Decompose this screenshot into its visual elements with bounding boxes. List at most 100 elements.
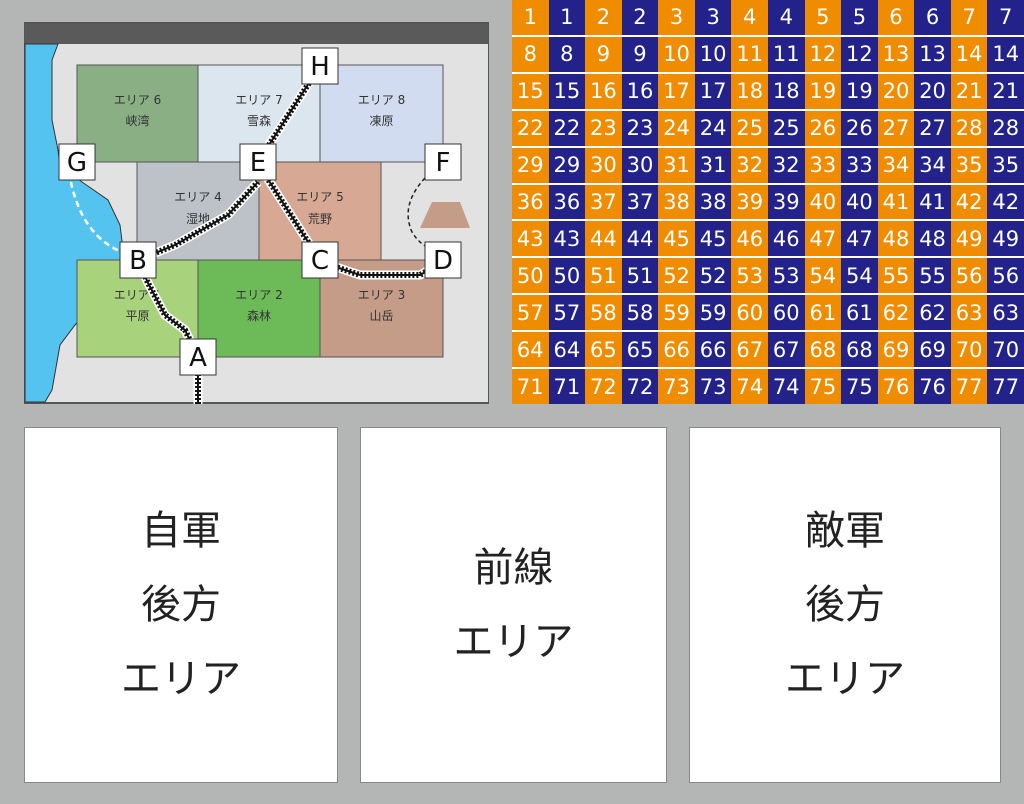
grid-cell-orange-43[interactable]: 43	[512, 221, 549, 257]
grid-cell-blue-15[interactable]: 15	[548, 73, 586, 109]
grid-cell-blue-27[interactable]: 27	[914, 110, 951, 146]
grid-cell-blue-54[interactable]: 54	[841, 258, 878, 294]
grid-cell-orange-7[interactable]: 7	[950, 0, 988, 35]
area-7[interactable]: エリア 7雪森	[197, 64, 321, 163]
area-4[interactable]: エリア 4湿地	[136, 161, 260, 261]
grid-cell-blue-60[interactable]: 60	[768, 295, 805, 331]
grid-cell-blue-45[interactable]: 45	[694, 221, 732, 257]
grid-cell-blue-10[interactable]: 10	[694, 36, 732, 72]
grid-cell-orange-73[interactable]: 73	[658, 369, 695, 404]
node-E[interactable]: E	[239, 143, 277, 181]
grid-cell-blue-39[interactable]: 39	[768, 184, 805, 220]
grid-cell-blue-29[interactable]: 29	[548, 147, 586, 183]
grid-cell-orange-9[interactable]: 9	[585, 36, 622, 72]
grid-cell-orange-55[interactable]: 55	[877, 258, 915, 294]
grid-cell-orange-2[interactable]: 2	[585, 0, 622, 35]
grid-cell-blue-5[interactable]: 5	[841, 0, 878, 35]
grid-cell-blue-49[interactable]: 49	[987, 221, 1024, 257]
node-H[interactable]: H	[301, 47, 339, 85]
grid-cell-blue-30[interactable]: 30	[621, 147, 659, 183]
area-6[interactable]: エリア 6峡湾	[76, 64, 199, 163]
grid-cell-orange-12[interactable]: 12	[804, 36, 842, 72]
grid-cell-orange-24[interactable]: 24	[658, 110, 695, 146]
grid-cell-blue-36[interactable]: 36	[548, 184, 586, 220]
grid-cell-blue-31[interactable]: 31	[694, 147, 732, 183]
grid-cell-orange-77[interactable]: 77	[950, 369, 988, 404]
grid-cell-orange-64[interactable]: 64	[512, 332, 549, 368]
grid-cell-orange-65[interactable]: 65	[585, 332, 622, 368]
grid-cell-blue-4[interactable]: 4	[768, 0, 805, 35]
grid-cell-orange-34[interactable]: 34	[877, 147, 915, 183]
grid-cell-blue-53[interactable]: 53	[768, 258, 805, 294]
grid-cell-orange-5[interactable]: 5	[804, 0, 842, 35]
grid-cell-blue-73[interactable]: 73	[694, 369, 732, 404]
grid-cell-orange-50[interactable]: 50	[512, 258, 549, 294]
grid-cell-blue-20[interactable]: 20	[914, 73, 951, 109]
grid-cell-orange-44[interactable]: 44	[585, 221, 622, 257]
grid-cell-blue-43[interactable]: 43	[548, 221, 586, 257]
grid-cell-blue-50[interactable]: 50	[548, 258, 586, 294]
grid-cell-blue-34[interactable]: 34	[914, 147, 951, 183]
grid-cell-orange-75[interactable]: 75	[804, 369, 842, 404]
grid-cell-blue-37[interactable]: 37	[621, 184, 659, 220]
grid-cell-blue-46[interactable]: 46	[768, 221, 805, 257]
grid-cell-orange-51[interactable]: 51	[585, 258, 622, 294]
grid-cell-blue-66[interactable]: 66	[694, 332, 732, 368]
grid-cell-blue-40[interactable]: 40	[841, 184, 878, 220]
grid-cell-blue-64[interactable]: 64	[548, 332, 586, 368]
grid-cell-orange-39[interactable]: 39	[731, 184, 768, 220]
grid-cell-orange-67[interactable]: 67	[731, 332, 768, 368]
grid-cell-blue-77[interactable]: 77	[987, 369, 1024, 404]
grid-cell-blue-55[interactable]: 55	[914, 258, 951, 294]
node-D[interactable]: D	[424, 241, 462, 279]
grid-cell-orange-25[interactable]: 25	[731, 110, 768, 146]
grid-cell-blue-52[interactable]: 52	[694, 258, 732, 294]
grid-cell-orange-45[interactable]: 45	[658, 221, 695, 257]
grid-cell-orange-8[interactable]: 8	[512, 36, 549, 72]
grid-cell-orange-13[interactable]: 13	[877, 36, 915, 72]
grid-cell-blue-2[interactable]: 2	[621, 0, 659, 35]
node-C[interactable]: C	[301, 241, 339, 279]
grid-cell-orange-15[interactable]: 15	[512, 73, 549, 109]
grid-cell-blue-58[interactable]: 58	[621, 295, 659, 331]
grid-cell-blue-28[interactable]: 28	[987, 110, 1024, 146]
grid-cell-blue-70[interactable]: 70	[987, 332, 1024, 368]
grid-cell-blue-51[interactable]: 51	[621, 258, 659, 294]
grid-cell-blue-16[interactable]: 16	[621, 73, 659, 109]
grid-cell-orange-74[interactable]: 74	[731, 369, 768, 404]
grid-cell-orange-72[interactable]: 72	[585, 369, 622, 404]
grid-cell-blue-57[interactable]: 57	[548, 295, 586, 331]
grid-cell-blue-8[interactable]: 8	[548, 36, 586, 72]
grid-cell-orange-52[interactable]: 52	[658, 258, 695, 294]
grid-cell-blue-26[interactable]: 26	[841, 110, 878, 146]
grid-cell-orange-38[interactable]: 38	[658, 184, 695, 220]
grid-cell-orange-32[interactable]: 32	[731, 147, 768, 183]
grid-cell-blue-76[interactable]: 76	[914, 369, 951, 404]
grid-cell-blue-65[interactable]: 65	[621, 332, 659, 368]
grid-cell-orange-63[interactable]: 63	[950, 295, 988, 331]
grid-cell-blue-71[interactable]: 71	[548, 369, 586, 404]
grid-cell-orange-61[interactable]: 61	[804, 295, 842, 331]
grid-cell-orange-35[interactable]: 35	[950, 147, 988, 183]
grid-cell-orange-18[interactable]: 18	[731, 73, 768, 109]
grid-cell-orange-47[interactable]: 47	[804, 221, 842, 257]
grid-cell-orange-27[interactable]: 27	[877, 110, 915, 146]
node-A[interactable]: A	[179, 338, 217, 376]
grid-cell-orange-14[interactable]: 14	[950, 36, 988, 72]
grid-cell-orange-40[interactable]: 40	[804, 184, 842, 220]
grid-cell-blue-12[interactable]: 12	[841, 36, 878, 72]
grid-cell-blue-7[interactable]: 7	[987, 0, 1024, 35]
grid-cell-blue-59[interactable]: 59	[694, 295, 732, 331]
grid-cell-orange-66[interactable]: 66	[658, 332, 695, 368]
grid-cell-blue-35[interactable]: 35	[987, 147, 1024, 183]
grid-cell-orange-70[interactable]: 70	[950, 332, 988, 368]
grid-cell-orange-68[interactable]: 68	[804, 332, 842, 368]
grid-cell-orange-17[interactable]: 17	[658, 73, 695, 109]
grid-cell-blue-48[interactable]: 48	[914, 221, 951, 257]
grid-cell-orange-26[interactable]: 26	[804, 110, 842, 146]
grid-cell-orange-19[interactable]: 19	[804, 73, 842, 109]
grid-cell-blue-22[interactable]: 22	[548, 110, 586, 146]
grid-cell-orange-46[interactable]: 46	[731, 221, 768, 257]
grid-cell-orange-11[interactable]: 11	[731, 36, 768, 72]
grid-cell-blue-44[interactable]: 44	[621, 221, 659, 257]
